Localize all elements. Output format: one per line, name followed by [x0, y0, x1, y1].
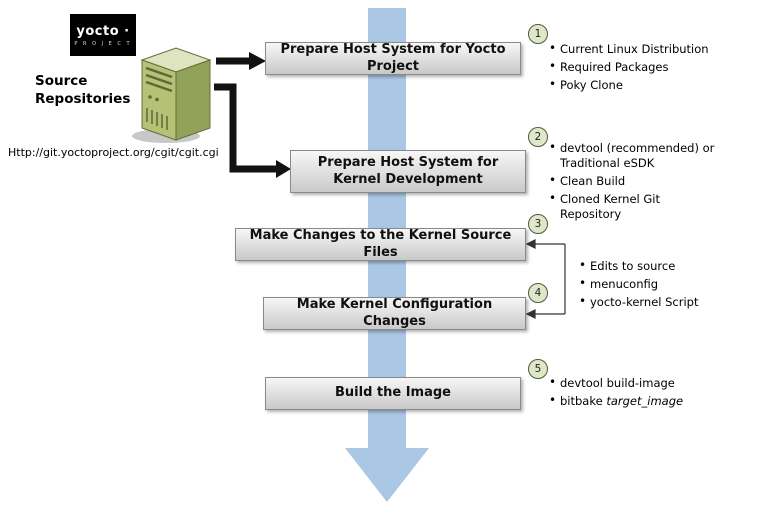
step-badge-5: 5 — [528, 359, 548, 379]
yocto-logo-title: yocto · — [76, 23, 130, 39]
step-badge-3: 3 — [528, 214, 548, 234]
list-item: Poky Clone — [548, 77, 758, 93]
list-item: Edits to source — [578, 258, 748, 274]
bracket-steps-3-4 — [525, 239, 566, 319]
bullet-list-step2: devtool (recommended) or Traditional eSD… — [548, 140, 723, 225]
arrow-repo-to-step1 — [216, 52, 266, 70]
list-item: Cloned Kernel Git Repository — [548, 191, 723, 222]
flow-box-make-source-changes: Make Changes to the Kernel Source Files — [235, 228, 526, 261]
flow-box-prepare-host-yocto: Prepare Host System for Yocto Project — [265, 42, 521, 75]
yocto-logo-subtitle: P R O J E C T — [74, 40, 132, 47]
flow-box-make-config-changes: Make Kernel Configuration Changes — [263, 297, 526, 330]
arrow-repo-to-step2 — [214, 83, 291, 178]
bitbake-command-prefix: bitbake — [560, 393, 607, 408]
server-tower-icon — [132, 47, 212, 143]
yocto-project-logo: yocto · P R O J E C T — [70, 14, 136, 56]
step-badge-4: 4 — [528, 283, 548, 303]
bitbake-target-image: target_image — [606, 393, 684, 408]
bullet-list-step1: Current Linux Distribution Required Pack… — [548, 41, 758, 96]
repository-url: Http://git.yoctoproject.org/cgit/cgit.cg… — [8, 146, 219, 159]
step-badge-1: 1 — [528, 24, 548, 44]
list-item: yocto-kernel Script — [578, 294, 748, 310]
source-repositories-label: Source Repositories — [35, 72, 130, 108]
list-item: Current Linux Distribution — [548, 41, 758, 57]
bullet-list-step5: devtool build-image bitbake target_image — [548, 375, 748, 412]
step-badge-2: 2 — [528, 127, 548, 147]
flow-box-build-image: Build the Image — [265, 377, 521, 410]
list-item: menuconfig — [578, 276, 748, 292]
bullet-list-steps-3-4: Edits to source menuconfig yocto-kernel … — [578, 258, 748, 313]
list-item: Clean Build — [548, 173, 723, 189]
list-item: devtool build-image — [548, 375, 748, 391]
source-label-line1: Source — [35, 73, 88, 89]
list-item: bitbake target_image — [548, 393, 748, 409]
flow-box-prepare-host-kernel: Prepare Host System for Kernel Developme… — [290, 150, 526, 193]
source-label-line2: Repositories — [35, 91, 131, 107]
list-item: devtool (recommended) or Traditional eSD… — [548, 140, 723, 171]
list-item: Required Packages — [548, 59, 758, 75]
